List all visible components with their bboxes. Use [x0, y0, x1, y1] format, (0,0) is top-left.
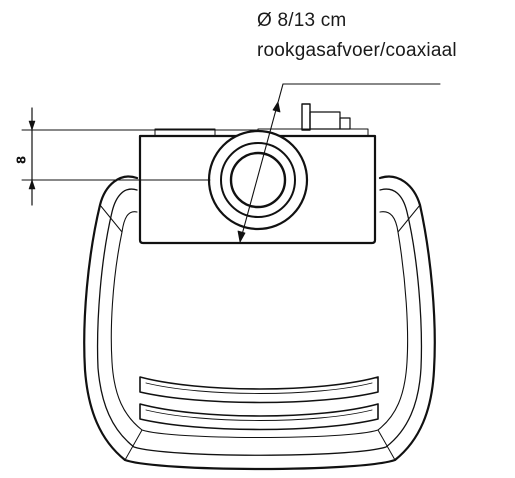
dimension-label: 8: [15, 156, 29, 164]
callout-leader: [237, 83, 441, 243]
flue-diameter-label: Ø 8/13 cm: [257, 10, 347, 31]
flue-type-label: rookgasafvoer/coaxiaal: [257, 40, 457, 61]
stove-outer-body: [83, 175, 436, 471]
dimension-lines: [21, 107, 259, 206]
coaxial-flue-outlet: [207, 129, 309, 231]
air-vent-slots: [139, 376, 379, 431]
